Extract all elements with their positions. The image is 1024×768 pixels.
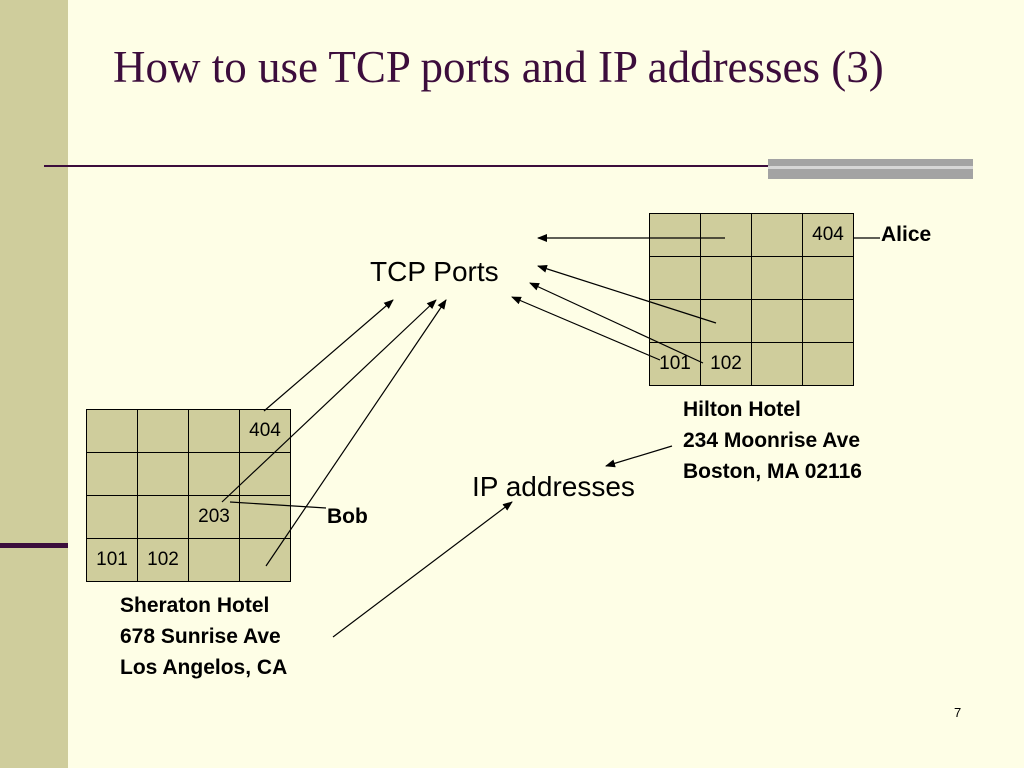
grid-cell: 203 xyxy=(188,495,240,539)
hilton-street: 234 Moonrise Ave xyxy=(683,429,861,452)
hilton-room-grid: 404 101 102 xyxy=(649,213,854,386)
sheraton-room-grid: 404 203 101 102 xyxy=(86,409,291,582)
grid-cell xyxy=(700,256,752,300)
grid-row: 404 xyxy=(86,409,291,453)
title-underline xyxy=(44,165,774,167)
grid-cell xyxy=(137,452,189,496)
hilton-address: Hilton Hotel 234 Moonrise Ave Boston, MA… xyxy=(683,394,862,487)
grid-row xyxy=(649,256,854,300)
grid-cell xyxy=(188,538,240,582)
grid-row xyxy=(86,452,291,496)
grid-row: 203 xyxy=(86,495,291,539)
grid-cell xyxy=(649,213,701,257)
arrow-hilton-address-to-ip xyxy=(605,445,673,468)
grid-cell xyxy=(649,256,701,300)
sheraton-name: Sheraton Hotel xyxy=(120,594,270,617)
tcp-ports-label: TCP Ports xyxy=(370,256,499,287)
left-sidebar-bar xyxy=(0,0,68,768)
page-number: 7 xyxy=(954,705,962,720)
ip-addresses-label: IP addresses xyxy=(472,471,635,502)
grid-cell xyxy=(137,495,189,539)
grid-cell xyxy=(137,409,189,453)
grid-row: 101 102 xyxy=(86,538,291,582)
grid-row: 404 xyxy=(649,213,854,257)
grid-cell: 404 xyxy=(239,409,291,453)
bob-label: Bob xyxy=(327,505,368,528)
grid-cell xyxy=(86,409,138,453)
grid-row xyxy=(649,299,854,343)
sheraton-city: Los Angelos, CA xyxy=(120,656,288,679)
grid-cell xyxy=(751,213,803,257)
title-underline-grey-stripe xyxy=(768,166,973,169)
hilton-name: Hilton Hotel xyxy=(683,398,801,421)
grid-cell: 102 xyxy=(700,342,752,386)
sheraton-street: 678 Sunrise Ave xyxy=(120,625,281,648)
title-underline-grey-block xyxy=(768,159,973,179)
grid-cell xyxy=(239,495,291,539)
arrow-sheraton-404-to-tcp-ports xyxy=(263,299,394,412)
grid-cell xyxy=(802,299,854,343)
grid-row: 101 102 xyxy=(649,342,854,386)
grid-cell xyxy=(239,452,291,496)
grid-cell: 404 xyxy=(802,213,854,257)
grid-cell xyxy=(802,256,854,300)
grid-cell xyxy=(751,299,803,343)
grid-cell xyxy=(751,256,803,300)
slide-title: How to use TCP ports and IP addresses (3… xyxy=(113,42,884,92)
grid-cell xyxy=(751,342,803,386)
left-accent-line xyxy=(0,543,68,548)
grid-cell xyxy=(188,452,240,496)
grid-cell: 102 xyxy=(137,538,189,582)
alice-label: Alice xyxy=(881,223,932,246)
sheraton-address: Sheraton Hotel 678 Sunrise Ave Los Angel… xyxy=(120,590,287,683)
grid-cell xyxy=(86,452,138,496)
grid-cell xyxy=(188,409,240,453)
arrow-hilton-101-to-tcp-ports xyxy=(511,296,661,361)
grid-cell xyxy=(700,299,752,343)
hilton-city: Boston, MA 02116 xyxy=(683,460,862,483)
grid-cell xyxy=(649,299,701,343)
grid-cell xyxy=(239,538,291,582)
grid-cell: 101 xyxy=(86,538,138,582)
grid-cell xyxy=(700,213,752,257)
grid-cell: 101 xyxy=(649,342,701,386)
grid-cell xyxy=(86,495,138,539)
grid-cell xyxy=(802,342,854,386)
